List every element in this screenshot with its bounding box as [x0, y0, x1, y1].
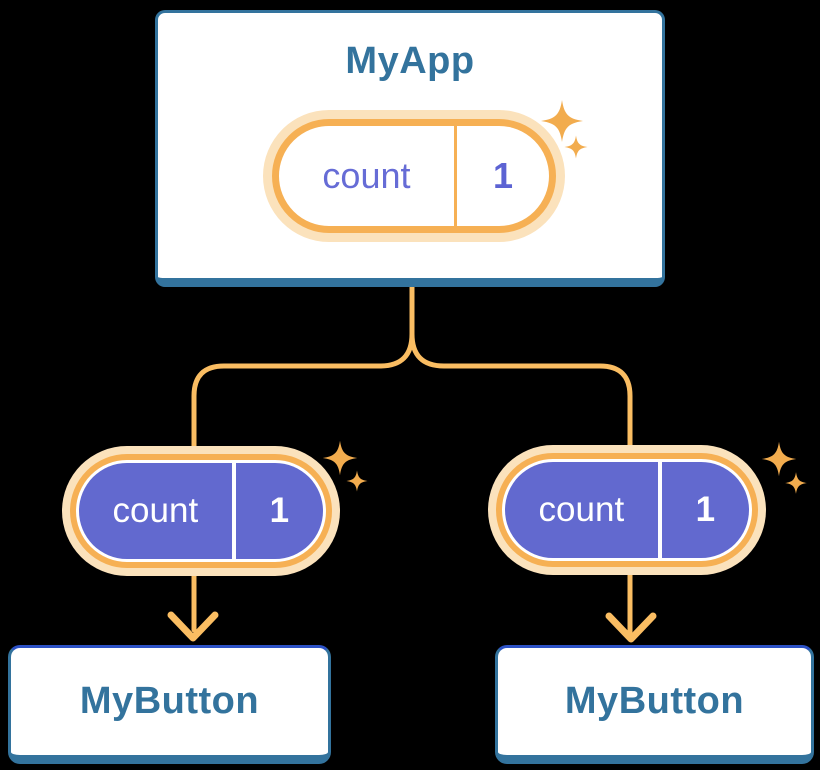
prop-pill-right: count 1	[488, 445, 766, 575]
prop-pill-left-value: 1	[231, 463, 323, 559]
node-myapp-title: MyApp	[345, 40, 475, 82]
sparkle-icon	[346, 470, 368, 492]
state-pill-value: 1	[453, 126, 549, 226]
node-mybutton-right: MyButton	[495, 645, 814, 764]
state-pill-myapp: count 1	[263, 110, 565, 242]
node-mybutton-left-title: MyButton	[79, 680, 260, 722]
prop-pill-right-key: count	[538, 490, 625, 529]
prop-pill-left-key: count	[112, 491, 199, 530]
arrowhead-left-icon	[167, 611, 219, 642]
sparkle-icon	[785, 472, 807, 494]
node-mybutton-left: MyButton	[8, 645, 331, 764]
prop-pill-right-value: 1	[657, 462, 749, 558]
prop-pill-left: count 1	[62, 446, 340, 576]
sparkle-icon	[761, 441, 797, 477]
state-pill-ring: count 1	[272, 119, 556, 233]
arrowhead-right-icon	[605, 612, 657, 643]
state-pill-key: count	[322, 155, 411, 196]
prop-pill-right-ring: count 1	[496, 453, 758, 567]
prop-pill-left-ring: count 1	[70, 454, 332, 568]
node-mybutton-right-title: MyButton	[564, 680, 745, 722]
sparkle-icon	[322, 440, 358, 476]
